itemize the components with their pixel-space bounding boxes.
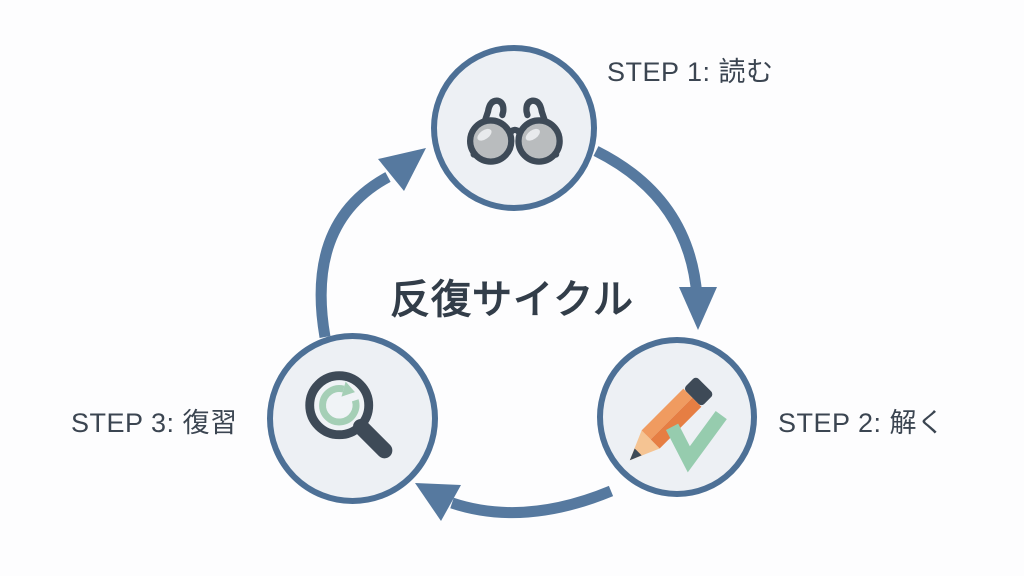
- step-3-label: STEP 3: 復習: [71, 408, 238, 438]
- step-1-circle: [431, 45, 597, 211]
- glasses-icon: [466, 97, 563, 165]
- cycle-title: 反復サイクル: [390, 278, 634, 322]
- arrow-step2-to-step3: [415, 483, 614, 521]
- step-3-circle: [267, 333, 438, 504]
- arrow-step3-to-step1: [315, 148, 426, 338]
- step-2-label: STEP 2: 解く: [778, 408, 945, 438]
- step-2-circle: [597, 337, 757, 497]
- step-1-label: STEP 1: 読む: [607, 57, 774, 87]
- magnifier-refresh-icon: [304, 370, 392, 458]
- pencil-check-icon: [629, 377, 727, 473]
- arrow-step1-to-step2: [593, 146, 717, 330]
